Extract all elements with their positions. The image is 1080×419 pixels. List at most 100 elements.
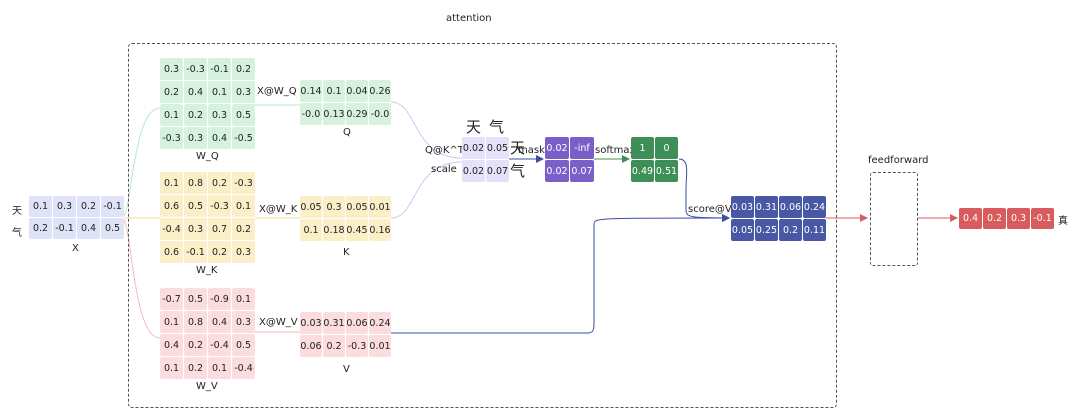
matrix-cell: 0.13 xyxy=(323,103,345,125)
matrix-cell: 0.5 xyxy=(232,334,255,356)
score-row-token-2: 气 xyxy=(510,162,526,180)
matrix-cell: 0.5 xyxy=(232,104,255,126)
matrix-cell: 0.2 xyxy=(208,241,231,263)
matrix-cell: 0.3 xyxy=(184,127,207,149)
matrix-cell: 0.2 xyxy=(184,357,207,379)
matrix-cell: -0.7 xyxy=(160,288,183,310)
score-col-token-1: 天 xyxy=(466,118,482,136)
matrix-cell: 0.4 xyxy=(959,208,982,229)
matrix-cell: 0.1 xyxy=(323,80,345,102)
matrix-cell: 0.06 xyxy=(300,335,322,357)
matrix-cell: 0.2 xyxy=(779,219,802,241)
matrix-cell: 0.31 xyxy=(755,196,778,218)
score-row-token-1: 天 xyxy=(510,139,526,157)
op-scorev: score@V xyxy=(688,204,732,215)
matrix-cell: 0.24 xyxy=(369,312,391,334)
ffn-label: feedforward xyxy=(868,155,929,166)
diagram-title: attention xyxy=(446,13,492,24)
op-mask: mask xyxy=(518,145,545,156)
matrix-cell: 0.4 xyxy=(160,334,183,356)
matrix-cell: 0.1 xyxy=(232,195,255,217)
k-label: K xyxy=(343,247,350,258)
matrix-cell: -0.0 xyxy=(300,103,322,125)
matrix-cell: 0.2 xyxy=(29,218,52,239)
matrix-cell: 0.4 xyxy=(208,311,231,333)
matrix-cell: 0.03 xyxy=(300,312,322,334)
v-to-out-arrow xyxy=(391,214,730,334)
matrix-cell: -0.3 xyxy=(346,335,368,357)
score-col-token-2: 气 xyxy=(489,118,505,136)
matrix-cell: 0.16 xyxy=(369,219,391,241)
matrix-cell: 0 xyxy=(655,137,678,159)
matrix-cell: 0.2 xyxy=(160,81,183,103)
matrix-cell: 0.3 xyxy=(232,311,255,333)
op-scale: scale xyxy=(431,164,457,175)
matrix-cell: 0.07 xyxy=(570,160,594,182)
matrix-cell: -0.5 xyxy=(232,127,255,149)
attention-frame xyxy=(128,43,837,408)
matrix-cell: 0.14 xyxy=(300,80,322,102)
wq-label: W_Q xyxy=(196,151,219,162)
matrix-cell: -0.3 xyxy=(184,58,207,80)
matrix-cell: -0.9 xyxy=(208,288,231,310)
op-xwv: X@W_V xyxy=(259,317,298,328)
matrix-cell: 0.2 xyxy=(184,104,207,126)
matrix-cell: 0.1 xyxy=(208,81,231,103)
input-token-2: 气 xyxy=(12,228,22,239)
matrix-cell: -0.3 xyxy=(208,195,231,217)
matrix-cell: 0.3 xyxy=(232,241,255,263)
matrix-cell: 0.5 xyxy=(184,288,207,310)
x-to-wq-connector xyxy=(121,107,161,219)
matrix-cell: 0.2 xyxy=(184,334,207,356)
matrix-cell: 0.1 xyxy=(160,104,183,126)
matrix-cell: 0.07 xyxy=(486,160,509,182)
matrix-cell: 0.06 xyxy=(346,312,368,334)
matrix-cell: 0.51 xyxy=(655,160,678,182)
matrix-cell: 0.3 xyxy=(323,196,345,218)
matrix-cell: 0.24 xyxy=(803,196,826,218)
matrix-cell: 0.2 xyxy=(232,58,255,80)
matrix-cell: 0.5 xyxy=(101,218,124,239)
matrix-cell: 0.29 xyxy=(346,103,368,125)
wk-label: W_K xyxy=(196,265,218,276)
matrix-cell: 0.6 xyxy=(160,195,183,217)
matrix-cell: 0.25 xyxy=(755,219,778,241)
q-to-score-connector xyxy=(390,101,463,159)
matrix-cell: 0.1 xyxy=(232,288,255,310)
matrix-cell: 0.2 xyxy=(208,172,231,194)
matrix-cell: 0.01 xyxy=(369,335,391,357)
matrix-cell: 0.02 xyxy=(545,137,569,159)
k-to-score-connector xyxy=(390,161,463,219)
matrix-cell: 0.02 xyxy=(462,137,485,159)
matrix-cell: -0.1 xyxy=(184,241,207,263)
matrix-cell: 0.2 xyxy=(232,218,255,240)
matrix-cell: 0.3 xyxy=(208,104,231,126)
matrix-cell: 0.02 xyxy=(545,160,569,182)
matrix-cell: 0.3 xyxy=(232,81,255,103)
matrix-cell: 0.05 xyxy=(486,137,509,159)
matrix-cell: 0.1 xyxy=(208,357,231,379)
matrix-cell: 0.3 xyxy=(160,58,183,80)
matrix-cell: -inf xyxy=(570,137,594,159)
matrix-cell: 0.1 xyxy=(160,357,183,379)
matrix-cell: 0.4 xyxy=(77,218,100,239)
matrix-cell: 0.2 xyxy=(77,196,100,217)
matrix-cell: 0.1 xyxy=(300,219,322,241)
op-softmax: softmax xyxy=(595,145,636,156)
matrix-cell: 0.4 xyxy=(208,127,231,149)
matrix-cell: -0.4 xyxy=(232,357,255,379)
matrix-cell: 0.02 xyxy=(462,160,485,182)
op-qk: Q@K^T xyxy=(425,145,464,156)
input-token-1: 天 xyxy=(12,206,22,217)
matrix-cell: 0.7 xyxy=(208,218,231,240)
matrix-cell: -0.4 xyxy=(160,218,183,240)
